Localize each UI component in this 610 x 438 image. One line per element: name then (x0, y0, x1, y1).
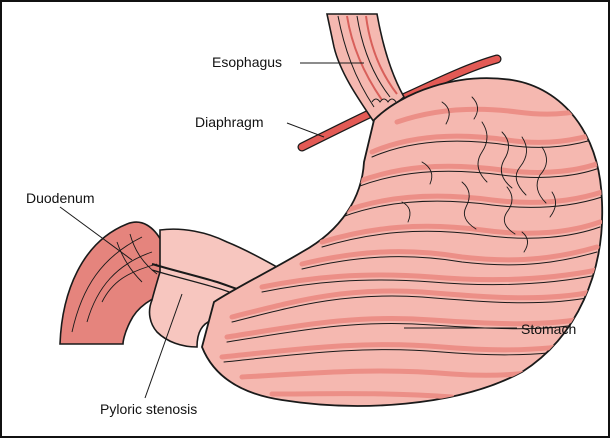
esophagus-label: Esophagus (212, 55, 282, 69)
diaphragm-label: Diaphragm (195, 115, 263, 129)
stomach-label: Stomach (521, 322, 576, 336)
pyloric-stenosis-label: Pyloric stenosis (100, 402, 197, 416)
diaphragm-leader (287, 123, 324, 137)
duodenum-label: Duodenum (26, 191, 95, 205)
